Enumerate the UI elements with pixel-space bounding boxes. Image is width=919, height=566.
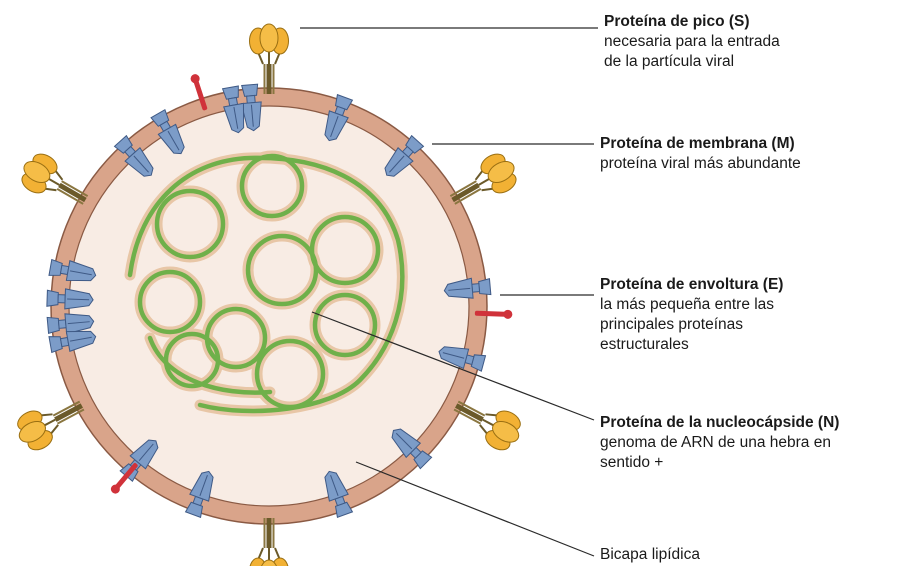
spike-title: Proteína de pico (S) [604, 12, 780, 32]
nucleocapsid-description: genoma de ARN de una hebra en sentido + [600, 433, 839, 473]
label-spike-protein: Proteína de pico (S) necesaria para la e… [604, 12, 780, 72]
label-lipid-bilayer: Bicapa lipídica [600, 545, 700, 565]
membrane-title: Proteína de membrana (M) [600, 134, 801, 154]
leader-bilayer [356, 462, 594, 556]
label-membrane-protein: Proteína de membrana (M) proteína viral … [600, 134, 801, 174]
envelope-title: Proteína de envoltura (E) [600, 275, 783, 295]
nucleocapsid-title: Proteína de la nucleocápside (N) [600, 413, 839, 433]
label-envelope-protein: Proteína de envoltura (E) la más pequeña… [600, 275, 783, 355]
label-nucleocapsid-protein: Proteína de la nucleocápside (N) genoma … [600, 413, 839, 473]
envelope-description: la más pequeña entre las principales pro… [600, 295, 783, 355]
membrane-description: proteína viral más abundante [600, 154, 801, 174]
bilayer-title: Bicapa lipídica [600, 545, 700, 565]
spike-protein [250, 24, 289, 94]
spike-protein [250, 518, 289, 566]
spike-description: necesaria para la entrada de la partícul… [604, 32, 780, 72]
